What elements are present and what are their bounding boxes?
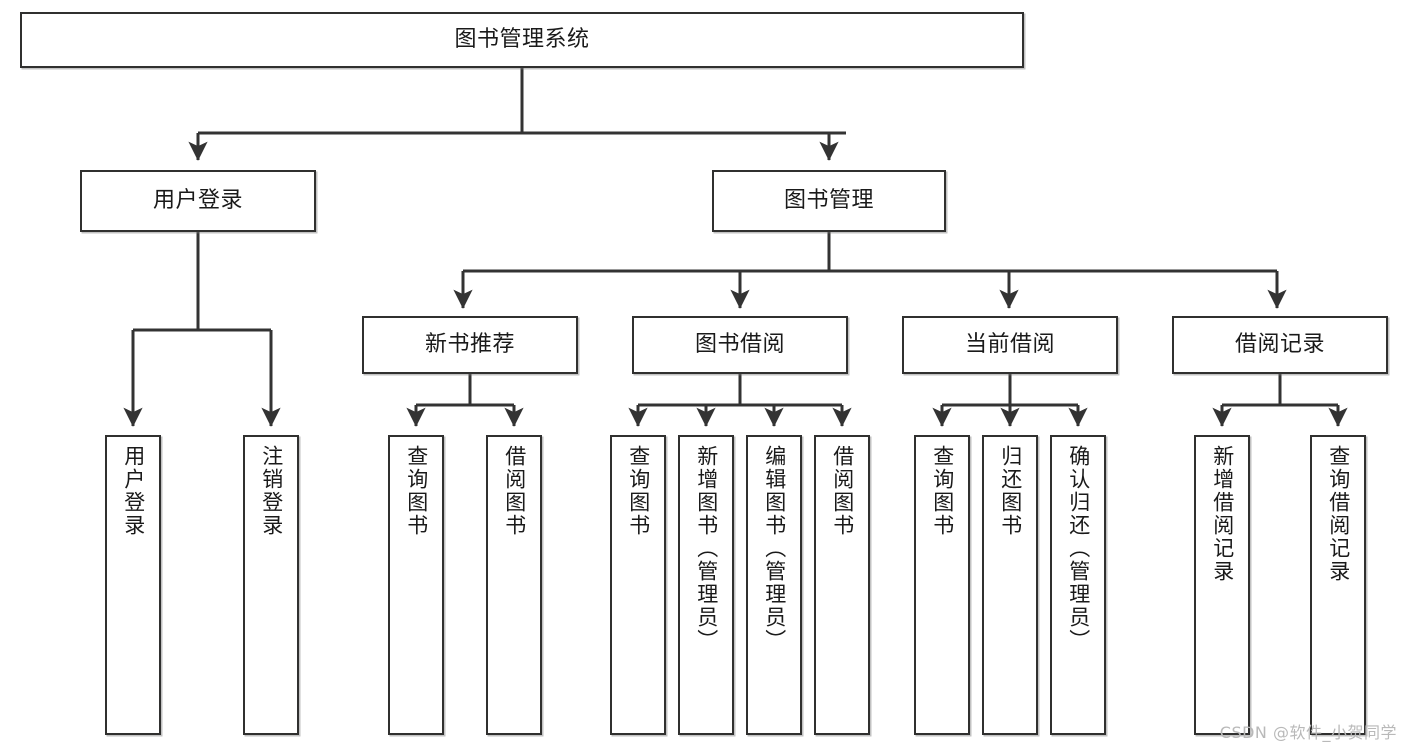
node-label: 注销登录 [259, 445, 284, 537]
node-leaf-logout[interactable]: 注销登录 [243, 435, 299, 735]
node-leaf-edit-book-admin[interactable]: 编辑图书（管理员） [746, 435, 802, 735]
node-label: 查询图书 [930, 445, 955, 537]
node-leaf-query-book-current[interactable]: 查询图书 [914, 435, 970, 735]
node-leaf-query-borrow-record[interactable]: 查询借阅记录 [1310, 435, 1366, 735]
node-current-borrow[interactable]: 当前借阅 [902, 316, 1118, 374]
node-label: 当前借阅 [964, 331, 1055, 357]
node-label: 新增图书（管理员） [694, 445, 719, 652]
node-leaf-confirm-return-admin[interactable]: 确认归还（管理员） [1050, 435, 1106, 735]
node-leaf-borrow-book-recommend[interactable]: 借阅图书 [486, 435, 542, 735]
node-label: 新增借阅记录 [1210, 445, 1235, 583]
node-borrow-record[interactable]: 借阅记录 [1172, 316, 1388, 374]
node-label: 用户登录 [121, 445, 146, 537]
node-label: 新书推荐 [424, 331, 515, 357]
node-label: 图书管理系统 [454, 26, 590, 52]
node-label: 图书管理 [783, 187, 874, 213]
node-user-login[interactable]: 用户登录 [80, 170, 316, 232]
node-label: 用户登录 [152, 187, 243, 213]
node-leaf-query-book-recommend[interactable]: 查询图书 [388, 435, 444, 735]
node-book-management[interactable]: 图书管理 [712, 170, 946, 232]
node-root-system[interactable]: 图书管理系统 [20, 12, 1024, 68]
csdn-watermark: CSDN @软件_小贺同学 [1219, 723, 1397, 742]
node-label: 图书借阅 [694, 331, 785, 357]
node-book-borrow[interactable]: 图书借阅 [632, 316, 848, 374]
node-leaf-query-book-borrow[interactable]: 查询图书 [610, 435, 666, 735]
node-label: 借阅图书 [502, 445, 527, 537]
node-label: 查询图书 [404, 445, 429, 537]
node-leaf-borrow-book[interactable]: 借阅图书 [814, 435, 870, 735]
node-label: 查询借阅记录 [1326, 445, 1351, 583]
node-label: 确认归还（管理员） [1066, 445, 1091, 652]
node-leaf-add-book-admin[interactable]: 新增图书（管理员） [678, 435, 734, 735]
node-label: 编辑图书（管理员） [762, 445, 787, 652]
node-label: 借阅图书 [830, 445, 855, 537]
node-label: 借阅记录 [1234, 331, 1325, 357]
node-label: 归还图书 [998, 445, 1023, 537]
node-leaf-return-book[interactable]: 归还图书 [982, 435, 1038, 735]
node-label: 查询图书 [626, 445, 651, 537]
node-leaf-add-borrow-record[interactable]: 新增借阅记录 [1194, 435, 1250, 735]
node-new-book-recommend[interactable]: 新书推荐 [362, 316, 578, 374]
node-leaf-user-login[interactable]: 用户登录 [105, 435, 161, 735]
